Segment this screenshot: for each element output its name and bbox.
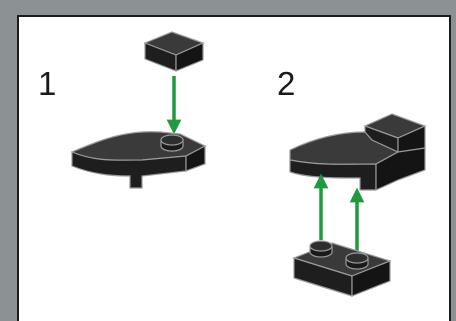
step-number-1: 1 (38, 65, 57, 102)
step-number-2: 2 (277, 65, 296, 102)
tile-brick (143, 31, 205, 72)
curved-slope-brick (70, 131, 207, 189)
assembled-brick (289, 113, 427, 191)
plate-brick (292, 240, 392, 297)
